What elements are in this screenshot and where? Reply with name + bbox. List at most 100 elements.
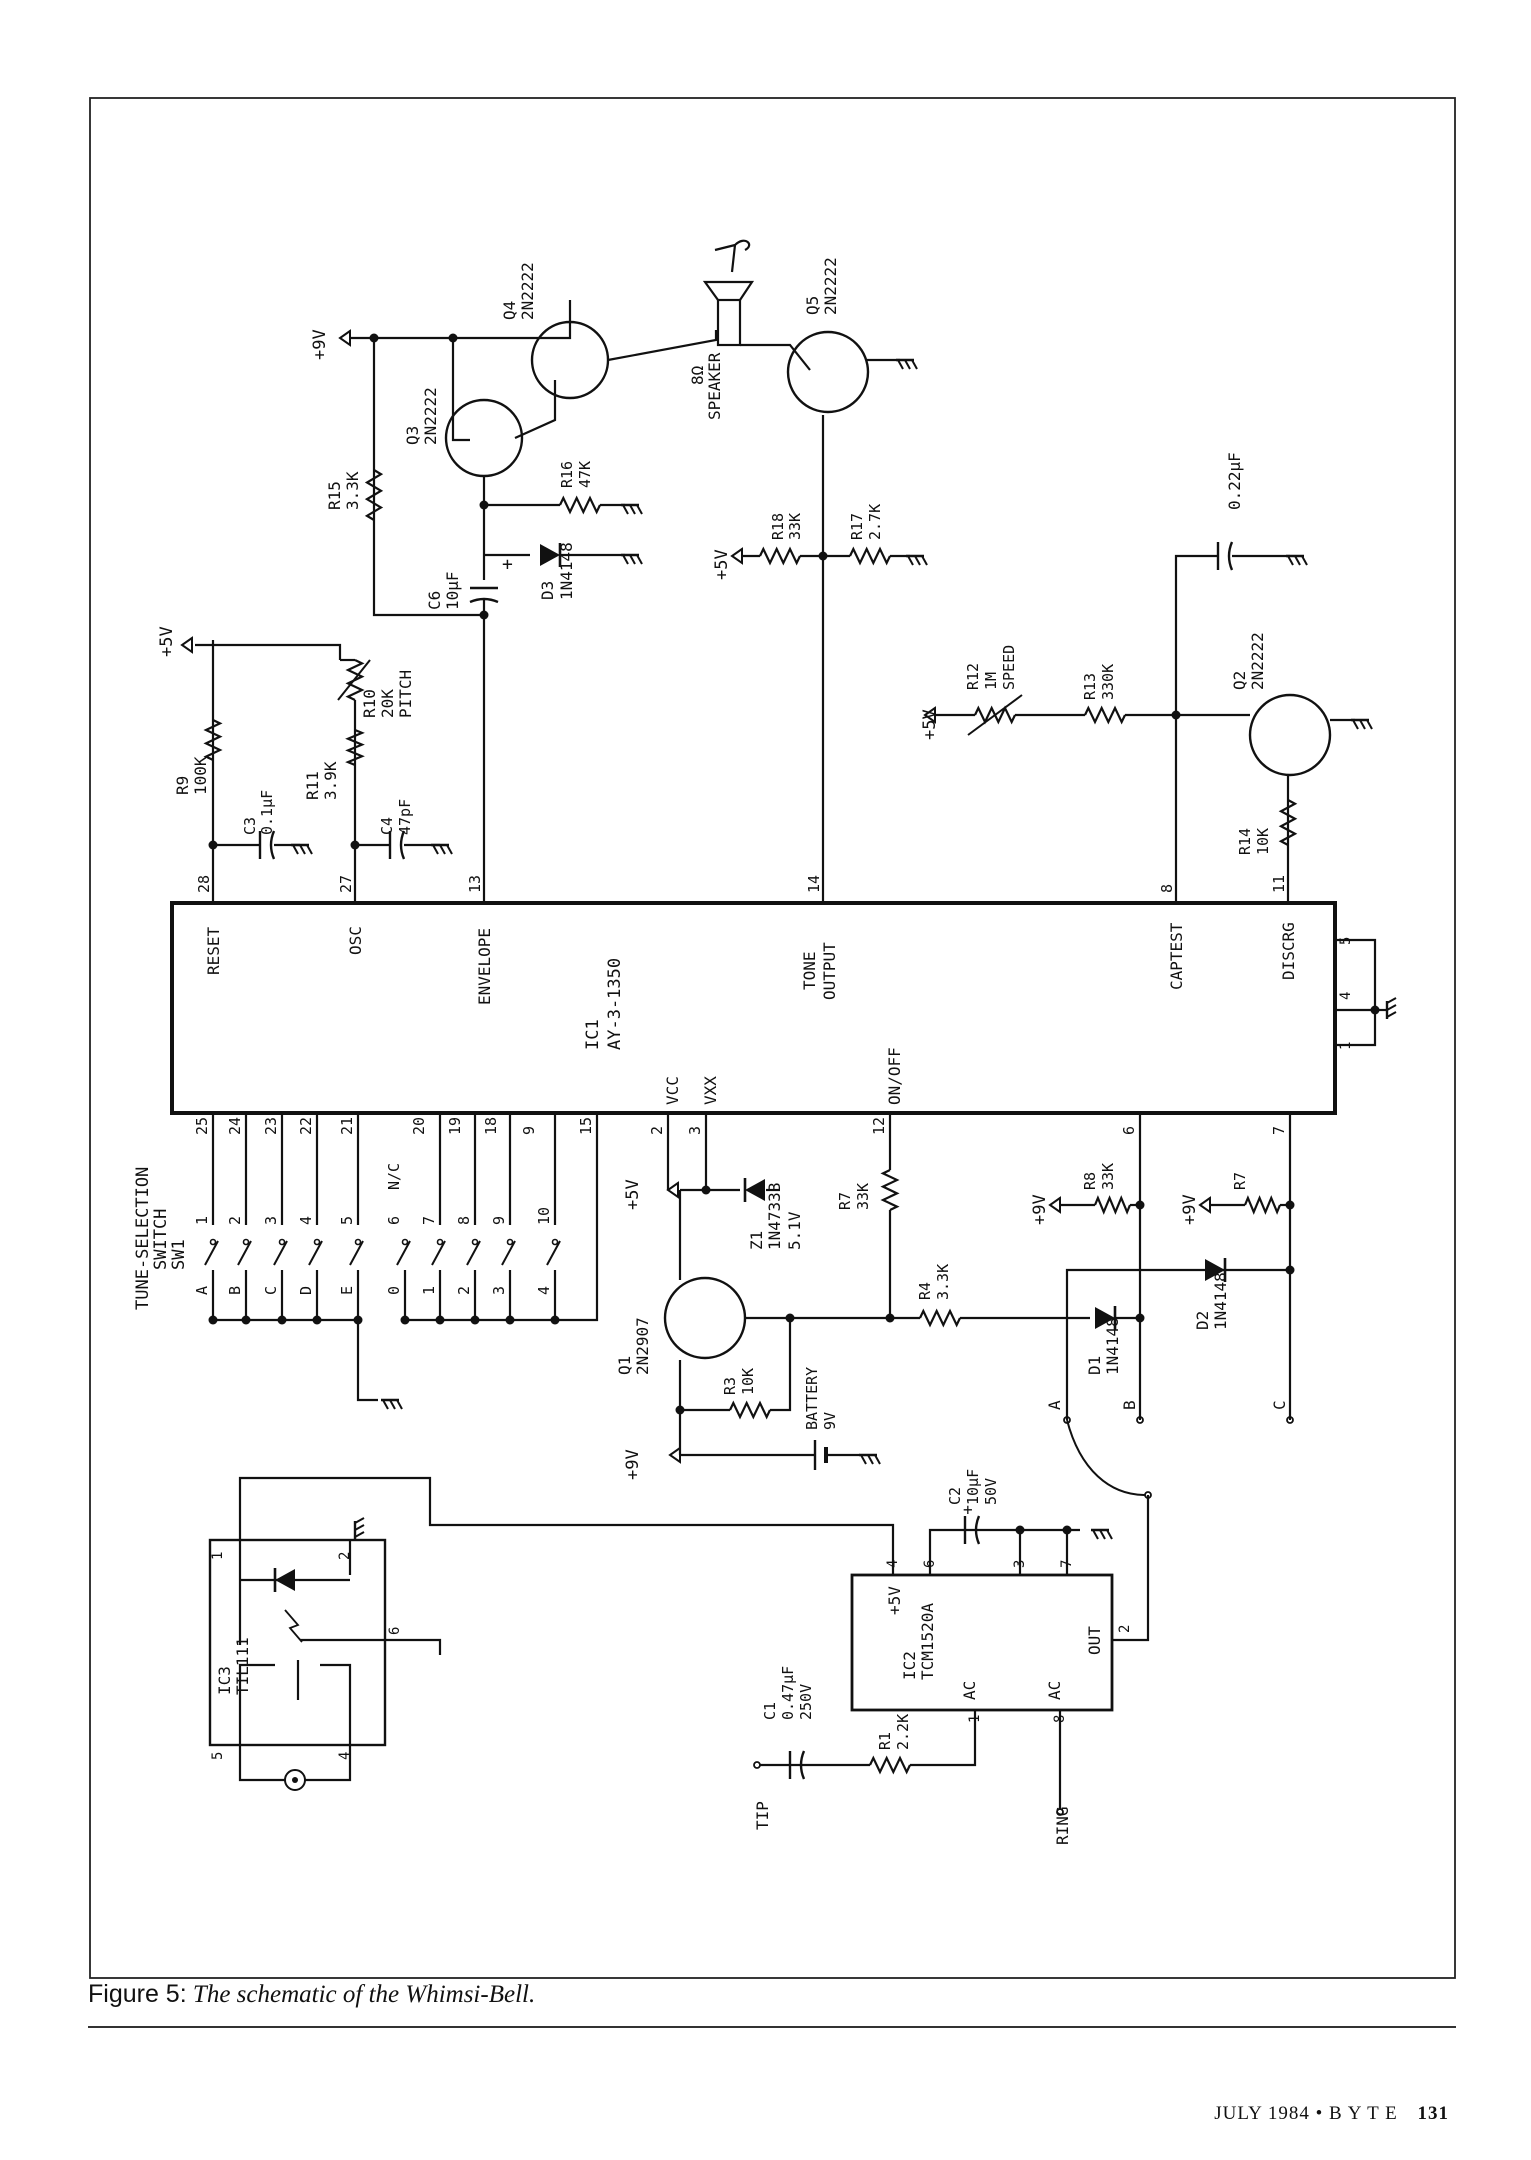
schematic-label: 1N4148 [1211, 1272, 1230, 1330]
component-layer [170, 239, 1398, 1816]
ground-symbol [1385, 996, 1398, 1021]
terminal-b [1136, 1416, 1144, 1424]
resistor-symbol [559, 495, 601, 515]
supply-arrow [180, 636, 193, 654]
resistor-symbol [1093, 1195, 1132, 1215]
switch-position-number: 4 [297, 1216, 315, 1225]
switch-contact [313, 1238, 321, 1246]
switch-lever [349, 1240, 364, 1266]
schematic-label: R11 [303, 771, 322, 800]
transistor-symbol [1248, 693, 1332, 777]
switch-position-letter: 4 [535, 1286, 553, 1295]
switch-position-letter: A [193, 1286, 211, 1295]
schematic-label: B [1120, 1400, 1139, 1410]
switch-lever [501, 1240, 516, 1266]
ground-symbol [1284, 554, 1309, 567]
junction-dot [885, 1313, 895, 1323]
resistor-symbol [759, 546, 801, 566]
schematic-label: 3.9K [321, 761, 340, 800]
schematic-label: Q2 [1230, 671, 1249, 690]
resistor-symbol [1243, 1195, 1282, 1215]
junction-dot [350, 840, 360, 850]
switch-position-letter: 3 [490, 1286, 508, 1295]
ic3-pin-number: 1 [210, 1552, 226, 1560]
ic1-pin-number: 9 [520, 1126, 538, 1135]
ic1-pin-number: 24 [226, 1117, 244, 1135]
junction-dot [353, 1315, 363, 1325]
ic1-pin-number: 8 [1158, 884, 1176, 893]
ic2-pin-number: 2 [1117, 1625, 1133, 1633]
ic1-pin-number: 14 [805, 875, 823, 893]
schematic-label: 330K [1099, 664, 1117, 700]
ic1-pin-number: 27 [337, 875, 355, 893]
ic1-pin-name: DISCRG [1279, 922, 1298, 980]
schematic-label: R1 [876, 1732, 894, 1750]
ic2-body [850, 1573, 1114, 1712]
switch-contact [242, 1238, 250, 1246]
ic2-pin-number: 1 [967, 1715, 983, 1723]
switch-position-letter: 0 [385, 1286, 403, 1295]
junction-dot [208, 1315, 218, 1325]
junction-dot [818, 551, 828, 561]
schematic-label: 2N2222 [421, 387, 440, 445]
schematic-label: 250V [797, 1684, 815, 1720]
ic1-pin-number: 19 [446, 1117, 464, 1135]
schematic-label: + [502, 554, 513, 575]
resistor-symbol [880, 1169, 900, 1211]
ic1-pin-number: 15 [577, 1117, 595, 1135]
schematic-label: Q3 [403, 426, 422, 445]
capacitor-symbol [974, 1515, 981, 1545]
switch-contact [506, 1238, 514, 1246]
ic1-pin-number: 5 [1338, 937, 1354, 945]
schematic-label: R14 [1236, 828, 1254, 855]
switch-position-letter: C [262, 1286, 280, 1295]
ic3-ref: IC3 [215, 1666, 234, 1695]
ic2-pin-number: 8 [1052, 1715, 1068, 1723]
junction-dot [400, 1315, 410, 1325]
switch-lever [396, 1240, 411, 1266]
figure-caption-text: The schematic of the Whimsi-Bell. [192, 1981, 536, 2008]
ground-symbol [1089, 1528, 1114, 1541]
switch-position-letter: 1 [420, 1286, 438, 1295]
light-arrow [284, 1609, 303, 1643]
supply-arrow [923, 706, 936, 724]
ic1-pin-number: 3 [686, 1126, 704, 1135]
switch-position-number: 7 [420, 1216, 438, 1225]
schematic-label: OUT [1085, 1626, 1104, 1655]
schematic-label: R12 [964, 663, 982, 690]
ground-symbol [904, 554, 929, 567]
schematic-label: 8Ω [688, 365, 707, 385]
switch-lever [466, 1240, 481, 1266]
ground-symbol [619, 503, 644, 516]
ic1-pin-number: 20 [410, 1117, 428, 1135]
schematic-label: 1M [982, 672, 1000, 690]
schematic-label: 10µF [443, 571, 462, 610]
schematic-label: C1 [761, 1702, 779, 1720]
junction-dot [470, 1315, 480, 1325]
switch-position-letter: E [338, 1286, 356, 1295]
ic1-pin-name: RESET [204, 926, 223, 975]
speaker-magnet [716, 298, 742, 347]
schematic-label: D1 [1085, 1356, 1104, 1375]
ic3-part: TIL111 [233, 1637, 252, 1695]
junction-dot [241, 1315, 251, 1325]
schematic-label: C3 [241, 817, 259, 835]
junction-dot [1370, 1005, 1380, 1015]
switch-position-number: 3 [262, 1216, 280, 1225]
ic1-part: AY-3-1350 [605, 958, 625, 1050]
schematic-label: 1N4148 [1103, 1317, 1122, 1375]
switch-position-number: 6 [385, 1216, 403, 1225]
junction-dot [701, 1185, 711, 1195]
resistor-symbol [364, 469, 384, 521]
ic1-pin-number: 12 [870, 1117, 888, 1135]
switch-title: SWITCH [151, 1209, 171, 1270]
terminal-c [1286, 1416, 1294, 1424]
figure-frame [89, 97, 1456, 1979]
schematic-label: C [1270, 1400, 1289, 1410]
switch-contact [471, 1238, 479, 1246]
ic1-pin-number: 4 [1338, 992, 1354, 1000]
schematic-label: +5V [885, 1586, 904, 1615]
switch-position-letter: B [226, 1286, 244, 1295]
junction-dot [435, 1315, 445, 1325]
